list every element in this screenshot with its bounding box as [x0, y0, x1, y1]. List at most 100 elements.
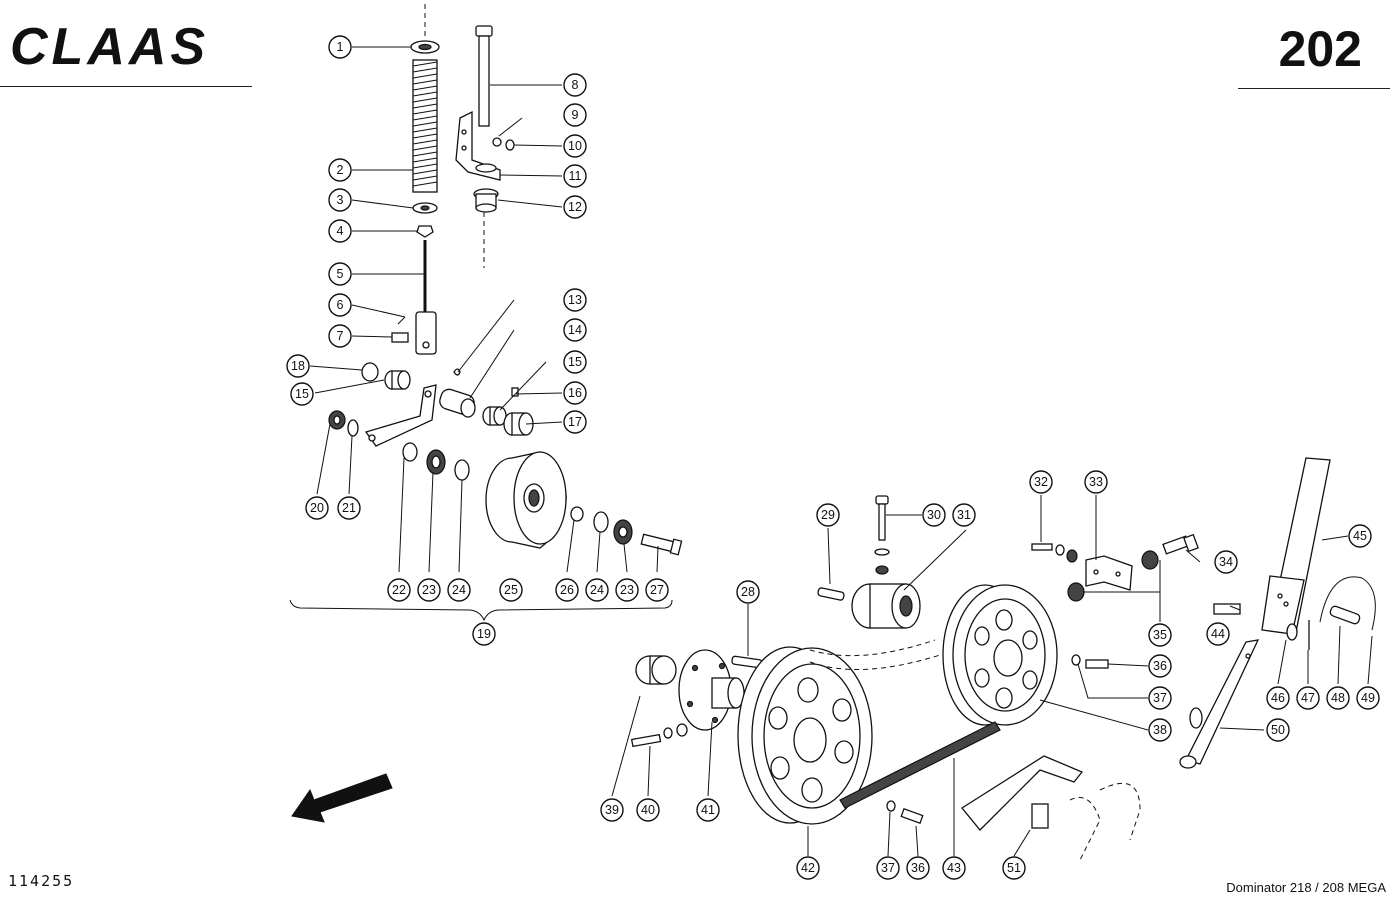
callout-41: 41 — [696, 798, 720, 822]
svg-text:44: 44 — [1211, 627, 1225, 641]
callout-1: 1 — [328, 35, 352, 59]
callout-33: 33 — [1084, 470, 1108, 494]
part-bolt-36 — [1085, 659, 1109, 669]
part-bearing-housing — [851, 583, 921, 629]
part-grub-screw — [511, 387, 519, 397]
part-circlip — [505, 139, 515, 151]
part-v-belts — [809, 639, 1001, 809]
callout-7: 7 — [328, 324, 352, 348]
svg-text:5: 5 — [337, 267, 344, 281]
callout-25: 25 — [499, 578, 523, 602]
part-tension-arm — [364, 384, 476, 447]
part-bolt-36b — [900, 807, 924, 825]
svg-text:20: 20 — [310, 501, 324, 515]
callout-4: 4 — [328, 219, 352, 243]
part-guard-51 — [961, 755, 1084, 831]
part-spacer-22 — [402, 442, 418, 462]
callout-38: 38 — [1148, 718, 1172, 742]
callout-20: 20 — [305, 496, 329, 520]
callout-34: 34 — [1214, 550, 1238, 574]
part-support-tube — [1261, 457, 1331, 635]
callout-15-right: 15 — [563, 350, 587, 374]
direction-arrow-icon — [291, 773, 393, 823]
part-bearing-23b — [613, 519, 633, 545]
callout-17: 17 — [563, 410, 587, 434]
callout-24-left: 24 — [447, 578, 471, 602]
callout-18: 18 — [286, 354, 310, 378]
part-bolt-30 — [874, 495, 890, 575]
part-nut-35 — [1067, 550, 1159, 602]
callout-6: 6 — [328, 293, 352, 317]
part-drive-pulley-large — [737, 646, 873, 825]
callout-49: 49 — [1356, 686, 1380, 710]
svg-text:39: 39 — [605, 803, 619, 817]
callout-46: 46 — [1266, 686, 1290, 710]
svg-text:51: 51 — [1007, 861, 1021, 875]
callout-39: 39 — [600, 798, 624, 822]
callout-23-right: 23 — [615, 578, 639, 602]
svg-text:34: 34 — [1219, 555, 1233, 569]
svg-text:42: 42 — [801, 861, 815, 875]
part-washer-21 — [347, 419, 359, 437]
header-rule-left — [0, 86, 252, 87]
callout-30: 30 — [922, 503, 946, 527]
svg-text:47: 47 — [1301, 691, 1315, 705]
part-nut-32 — [1066, 549, 1078, 563]
callout-45: 45 — [1348, 524, 1372, 548]
part-bolt-44 — [1213, 603, 1241, 615]
part-bolt-40 — [630, 723, 688, 748]
callout-22: 22 — [387, 578, 411, 602]
part-bush — [473, 188, 499, 213]
callout-19: 19 — [472, 622, 496, 646]
part-lube-nipple — [453, 368, 461, 376]
callout-5: 5 — [328, 262, 352, 286]
callout-48: 48 — [1326, 686, 1350, 710]
svg-text:36: 36 — [911, 861, 925, 875]
svg-text:31: 31 — [957, 508, 971, 522]
svg-text:25: 25 — [504, 583, 518, 597]
svg-text:9: 9 — [572, 108, 579, 122]
callout-31: 31 — [952, 503, 976, 527]
svg-text:18: 18 — [291, 359, 305, 373]
svg-text:2: 2 — [337, 163, 344, 177]
svg-text:1: 1 — [337, 40, 344, 54]
svg-text:11: 11 — [569, 169, 582, 183]
callout-44: 44 — [1206, 622, 1230, 646]
model-label: Dominator 218 / 208 MEGA — [1226, 880, 1386, 895]
part-compression-spring — [412, 59, 438, 193]
callout-42: 42 — [796, 856, 820, 880]
callout-40: 40 — [636, 798, 660, 822]
svg-text:21: 21 — [342, 501, 356, 515]
part-mounting-bracket — [455, 110, 501, 181]
callout-10: 10 — [563, 134, 587, 158]
svg-text:23: 23 — [620, 583, 634, 597]
svg-text:7: 7 — [337, 329, 344, 343]
svg-text:23: 23 — [422, 583, 436, 597]
svg-text:17: 17 — [568, 415, 582, 429]
part-washer-32 — [1055, 544, 1065, 556]
page-number: 202 — [1278, 21, 1362, 77]
callout-24-right: 24 — [585, 578, 609, 602]
svg-text:3: 3 — [337, 193, 344, 207]
svg-text:22: 22 — [392, 583, 406, 597]
callout-13: 13 — [563, 288, 587, 312]
svg-text:30: 30 — [927, 508, 941, 522]
svg-text:4: 4 — [337, 224, 344, 238]
svg-text:16: 16 — [568, 386, 582, 400]
ghost-contour — [1069, 797, 1101, 861]
part-washer-37 — [1071, 654, 1081, 666]
callout-29: 29 — [816, 503, 840, 527]
svg-text:10: 10 — [568, 139, 582, 153]
part-spacer-26 — [570, 506, 584, 522]
callout-12: 12 — [563, 195, 587, 219]
svg-text:35: 35 — [1153, 628, 1167, 642]
callout-35: 35 — [1148, 623, 1172, 647]
drawing-number: 114255 — [8, 872, 75, 890]
svg-text:40: 40 — [641, 803, 655, 817]
callout-43: 43 — [942, 856, 966, 880]
part-nut-20 — [328, 410, 346, 430]
svg-text:27: 27 — [650, 583, 664, 597]
svg-text:13: 13 — [568, 293, 582, 307]
